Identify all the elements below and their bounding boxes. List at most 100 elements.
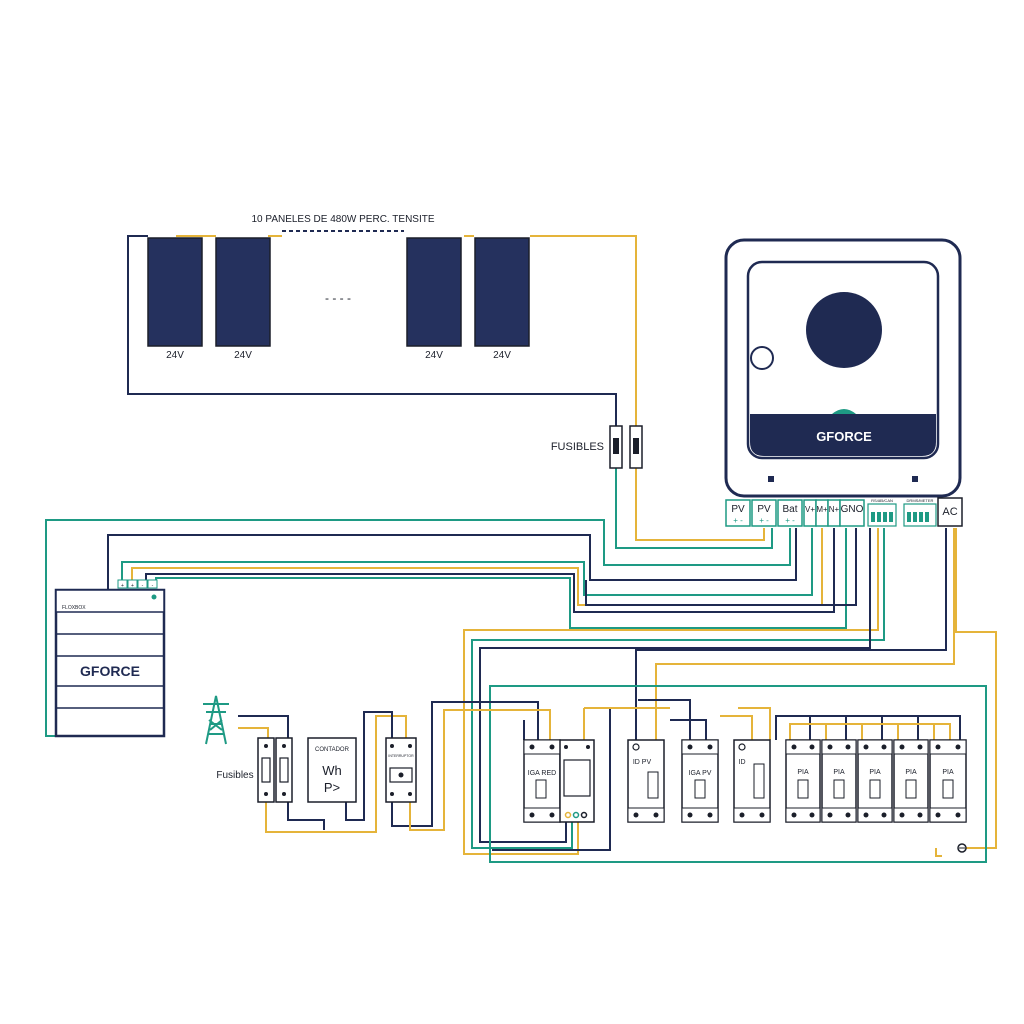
breaker-label: PIA (833, 769, 845, 776)
wire-battery-outer-teal (45, 519, 791, 737)
main-switch[interactable]: INTERRUPTOR (385, 737, 417, 803)
inverter-foot-left (768, 476, 774, 482)
panel-voltage-label: 24V (234, 350, 252, 361)
meter-title: CONTADOR (315, 747, 350, 753)
breaker-iga-pv[interactable]: IGA PV (681, 739, 719, 823)
wire-pia-bus-navy (775, 715, 961, 740)
wire-grid-gold (238, 715, 407, 833)
battery-terminal-port[interactable]: + (127, 579, 138, 589)
panel-voltage-label: 24V (166, 350, 184, 361)
grid-fuses-label: Fusibles (216, 770, 253, 781)
wire-board-id-gold (720, 707, 771, 740)
solar-panel[interactable]: 24V (147, 237, 203, 361)
inverter-terminal-v[interactable]: V+ (803, 499, 817, 527)
grid-fuse-holder[interactable] (275, 737, 293, 803)
breaker-label: PIA (942, 769, 954, 776)
breaker-pia[interactable]: PIA (821, 739, 857, 823)
wire-comm-teal (471, 528, 885, 849)
wire-board-pv-navy (638, 699, 707, 740)
grid-fuses: Fusibles (216, 737, 293, 803)
inverter-terminal-gnd[interactable]: GNO (839, 499, 865, 527)
battery-port-label: - (152, 583, 154, 589)
solar-array: 10 PANELES DE 480W PERC. TENSITE 24V 24V… (147, 214, 530, 361)
power-meter-module[interactable] (559, 739, 595, 823)
inverter-switch-knob[interactable] (750, 346, 774, 370)
panels-title: 10 PANELES DE 480W PERC. TENSITE (251, 214, 434, 225)
inverter-terminal-ac[interactable]: AC (937, 497, 963, 527)
wire-board-frame-teal (489, 685, 987, 863)
inverter-terminal-m[interactable]: M+ (815, 499, 829, 527)
breaker-pia[interactable]: PIA (857, 739, 893, 823)
grid-fuse-holder[interactable] (257, 737, 275, 803)
breaker-label: ID PV (633, 759, 652, 766)
breaker-id[interactable]: ID (733, 739, 771, 823)
wire-ac-navy (635, 528, 947, 740)
terminal-label: PV (757, 504, 771, 515)
wire-battery-navy-1 (107, 528, 797, 592)
inverter-terminal-pv1[interactable]: PV + - (725, 499, 751, 527)
terminal-label: M+ (816, 505, 828, 514)
inverter-brand: GFORCE (816, 429, 872, 444)
inverter-led-indicator (832, 409, 856, 414)
wire-grid-navy (238, 715, 325, 830)
panels-ellipsis: - - - - (325, 291, 351, 305)
panel-voltage-label: 24V (493, 350, 511, 361)
inverter-comm-port-rs485[interactable]: RS485/CAN (867, 498, 897, 527)
wire-board-internal-gold (583, 707, 670, 740)
wire-battery-gold-3 (131, 528, 823, 606)
wire-ac-teal (935, 848, 942, 857)
wires (45, 230, 997, 863)
breaker-label: IGA RED (528, 770, 556, 777)
breaker-label: PIA (905, 769, 917, 776)
wire-comm-navy (479, 528, 871, 843)
inverter-foot-right (912, 476, 918, 482)
wire-pv-positive (530, 235, 637, 426)
inverter-comm-port-meter[interactable]: DRMS/METER (903, 498, 937, 527)
solar-panel[interactable]: 24V (474, 237, 530, 361)
pv-fuse-holder[interactable] (629, 425, 643, 469)
breaker-pia[interactable]: PIA (929, 739, 967, 823)
distribution-board: IGA RED ID PV IGA PV (523, 739, 967, 853)
breaker-pia[interactable]: PIA (893, 739, 929, 823)
inverter-terminal-n[interactable]: N+ (827, 499, 841, 527)
wire-battery-teal-2 (121, 528, 813, 596)
battery-housing (54, 588, 166, 738)
wire-limiter-to-board-navy (391, 701, 539, 827)
meter-p: P> (324, 780, 340, 795)
power-tower-icon (203, 695, 229, 745)
wire-pia-bus-gold (789, 723, 951, 740)
pv-fuse-holder[interactable] (609, 425, 623, 469)
terminal-signs: + - (759, 516, 769, 525)
terminal-label: Bat (782, 504, 797, 515)
solar-panel[interactable]: 24V (406, 237, 462, 361)
energy-meter[interactable]: CONTADOR Wh P> (307, 737, 357, 803)
breaker-id-pv[interactable]: ID PV (627, 739, 665, 823)
battery-terminal-port[interactable]: - (137, 579, 148, 589)
main-switch-label: INTERRUPTOR (388, 754, 414, 758)
battery-brand: GFORCE (80, 663, 140, 679)
wire-board-internal-navy (492, 708, 611, 851)
breaker-iga-red[interactable]: IGA RED (523, 739, 561, 823)
meter-wh: Wh (322, 763, 342, 778)
terminal-signs: + - (733, 516, 743, 525)
terminal-label: V+ (805, 505, 815, 514)
wire-meter-navy (345, 711, 393, 821)
inverter-terminal-pv2[interactable]: PV + - (751, 499, 777, 527)
breaker-pia[interactable]: PIA (785, 739, 821, 823)
comm-port-label: DRMS/METER (907, 498, 934, 503)
inverter-terminal-bat[interactable]: Bat + - (777, 499, 803, 527)
pv-fuses: FUSIBLES (551, 425, 643, 469)
breaker-label: PIA (869, 769, 881, 776)
wire-battery-teal-5 (155, 528, 847, 629)
battery-model: FLOXBOX (62, 605, 86, 611)
wire-pv-to-inverter-gold (635, 468, 765, 541)
battery-terminal-port[interactable]: - (147, 579, 158, 589)
inverter-brand-strip (750, 414, 936, 456)
breaker-label: PIA (797, 769, 809, 776)
pv-fuses-label: FUSIBLES (551, 441, 604, 453)
battery-terminal-port[interactable]: + (117, 579, 128, 589)
solar-panel[interactable]: 24V (215, 237, 271, 361)
earth-terminal-icon (957, 843, 967, 853)
breaker-label: IGA PV (689, 770, 712, 777)
panel-voltage-label: 24V (425, 350, 443, 361)
